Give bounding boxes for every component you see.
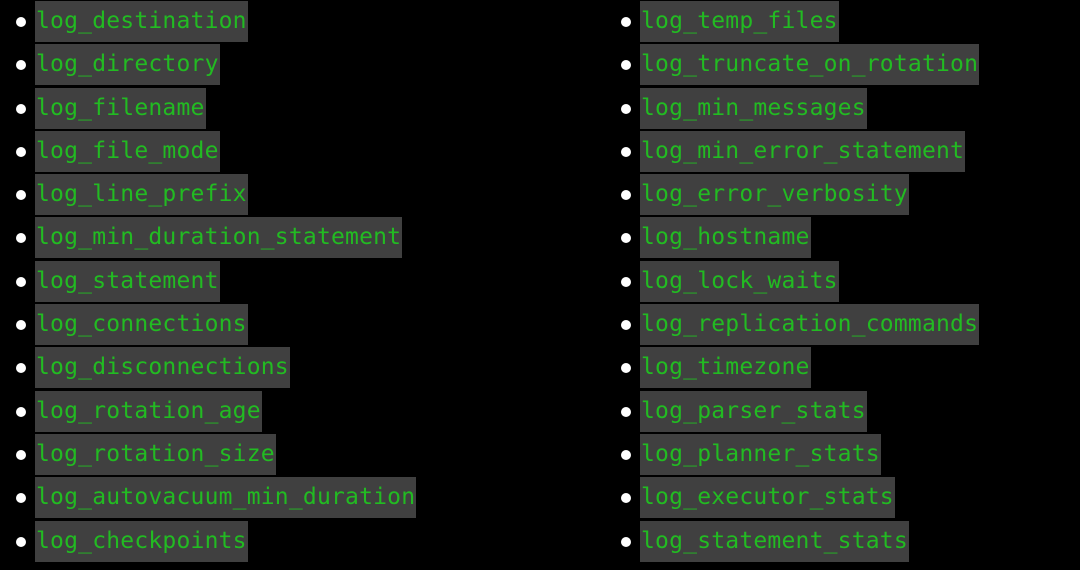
setting-name: log_executor_stats [640,477,895,519]
bullet-icon [621,146,631,157]
setting-name: log_planner_stats [640,433,881,475]
setting-name: log_line_prefix [35,174,248,216]
setting-name: log_lock_waits [640,260,839,302]
setting-name: log_filename [35,87,206,129]
setting-name: log_min_error_statement [640,130,966,172]
bullet-icon [621,449,631,460]
setting-name: log_min_duration_statement [35,217,403,259]
setting-name: log_parser_stats [640,390,867,432]
bullet-icon [621,536,631,547]
setting-name: log_disconnections [35,347,290,389]
setting-name: log_autovacuum_min_duration [35,477,417,519]
bullet-icon [16,190,26,201]
setting-name: log_timezone [640,347,811,389]
bullet-icon [621,493,631,504]
bullet-icon [16,493,26,504]
bullet-icon [16,60,26,71]
bullet-icon [16,536,26,547]
bullet-icon [16,146,26,157]
setting-name: log_statement [35,260,220,302]
bullet-icon [621,276,631,287]
setting-name: log_replication_commands [640,304,980,346]
setting-name: log_hostname [640,217,811,259]
bullet-icon [16,103,26,114]
bullet-icon [621,17,631,27]
bullet-icon [16,363,26,374]
setting-name: log_min_messages [640,87,867,129]
bullet-icon [621,406,631,417]
bullet-icon [16,276,26,287]
bullet-icon [621,190,631,201]
setting-name: log_statement_stats [640,520,909,562]
setting-name: log_rotation_age [35,390,262,432]
bullet-icon [621,363,631,374]
bullet-icon [16,233,26,244]
bullet-icon [621,60,631,71]
setting-name: log_file_mode [35,130,220,172]
bullet-icon [621,320,631,331]
bullet-icon [16,17,26,27]
setting-name: log_destination [35,1,248,42]
setting-name: log_directory [35,44,220,86]
bullet-icon [16,406,26,417]
setting-name: log_temp_files [640,1,839,42]
setting-name: log_error_verbosity [640,174,909,216]
bullet-icon [621,233,631,244]
setting-name: log_connections [35,304,248,346]
setting-name: log_truncate_on_rotation [640,44,980,86]
bullet-icon [16,320,26,331]
bullet-icon [16,449,26,460]
setting-name: log_rotation_size [35,433,276,475]
setting-name: log_checkpoints [35,520,248,562]
bullet-icon [621,103,631,114]
